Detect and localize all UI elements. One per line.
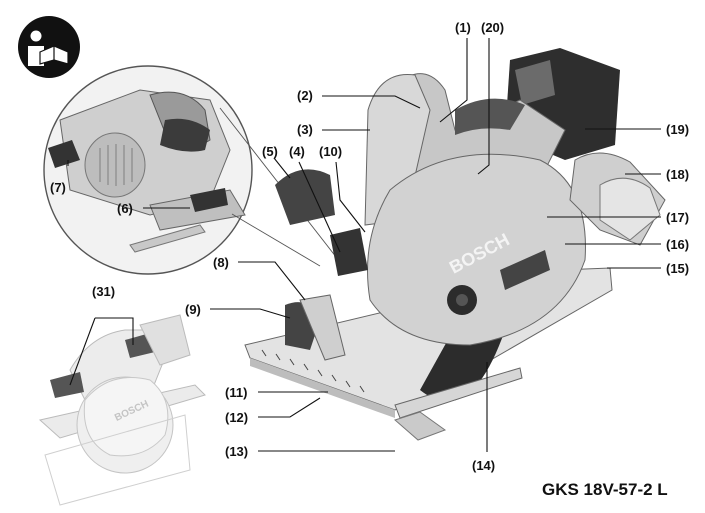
callout-labels: (1) (20) (2) (3) (5) (4) (10) (7) (6) (8… [50,20,689,473]
callout-1: (1) [455,20,471,35]
callout-15: (15) [666,261,689,276]
callout-14: (14) [472,458,495,473]
callout-13: (13) [225,444,248,459]
callout-31: (31) [92,284,115,299]
callout-7: (7) [50,180,66,195]
callout-18: (18) [666,167,689,182]
callout-3: (3) [297,122,313,137]
callout-5: (5) [262,144,278,159]
small-saw: BOSCH [38,314,206,506]
model-name: GKS 18V-57-2 L [542,480,668,499]
leader-lines [67,38,661,452]
callout-19: (19) [666,122,689,137]
detail-inset [43,65,253,275]
callout-9: (9) [185,302,201,317]
callout-12: (12) [225,410,248,425]
main-saw: BOSCH [244,48,666,441]
callout-16: (16) [666,237,689,252]
callout-20: (20) [481,20,504,35]
callout-6: (6) [117,201,133,216]
callout-2: (2) [297,88,313,103]
callout-11: (11) [225,385,247,400]
read-manual-icon [18,16,80,78]
callout-4: (4) [289,144,305,159]
callout-8: (8) [213,255,229,270]
callout-17: (17) [666,210,689,225]
callout-10: (10) [319,144,342,159]
